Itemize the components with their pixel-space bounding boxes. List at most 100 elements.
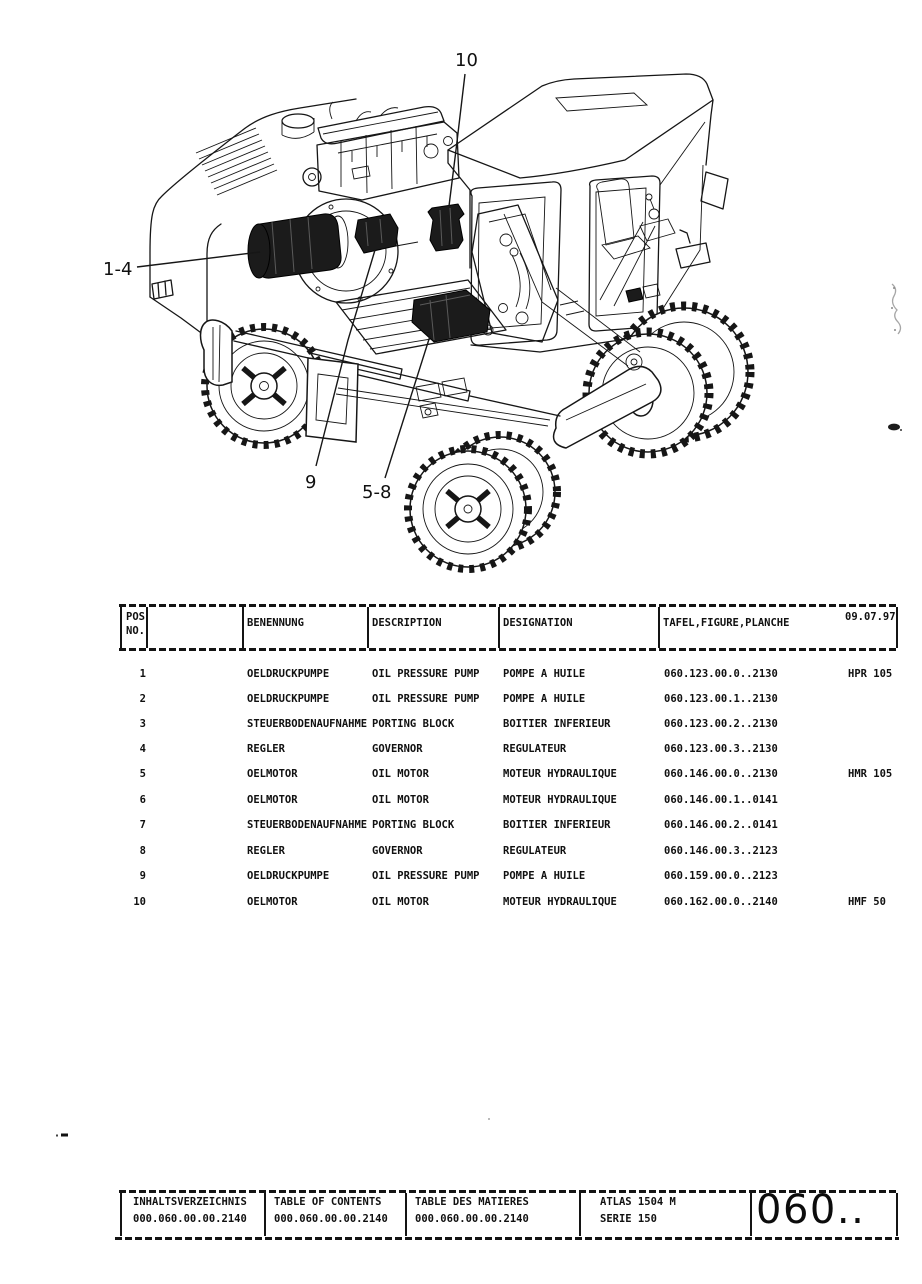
cell-benennung: OELMOTOR — [247, 768, 298, 780]
header-divider — [498, 607, 500, 648]
header-divider — [120, 607, 122, 648]
hood-vent-grille — [195, 127, 278, 196]
cell-description: OIL MOTOR — [372, 794, 429, 806]
header-divider — [367, 607, 369, 648]
footer-series: SERIE 150 — [600, 1213, 657, 1225]
cell-tafel: 060.159.00.0..2123 — [664, 870, 778, 882]
leader-line-10 — [448, 73, 466, 207]
header-divider — [146, 607, 148, 648]
rear-axle-cradle — [552, 365, 662, 449]
boom-bracket-group — [471, 204, 559, 343]
footer-page-code: 060.. — [756, 1187, 866, 1233]
footer-model: ATLAS 1504 M — [600, 1196, 676, 1208]
cell-benennung: STEUERBODENAUFNAHME — [247, 819, 368, 831]
engine-group — [281, 101, 460, 201]
cell-benennung: REGLER — [247, 743, 285, 755]
cell-benennung: STEUERBODENAUFNAHME — [247, 718, 368, 730]
cell-tafel: 060.123.00.3..2130 — [664, 743, 778, 755]
footer-toc-fr: TABLE DES MATIERES — [415, 1196, 529, 1208]
footer-toc-en-number: 000.060.00.00.2140 — [274, 1213, 388, 1225]
cell-description: OIL PRESSURE PUMP — [372, 870, 480, 882]
cell-description: GOVERNOR — [372, 743, 423, 755]
cell-benennung: OELMOTOR — [247, 896, 298, 908]
cell-pos: 2 — [139, 693, 146, 705]
footer-divider — [750, 1193, 752, 1236]
callouts-group: 10 1-4 9 5-8 — [103, 50, 478, 503]
cell-designation: REGULATEUR — [503, 845, 567, 857]
table-row: 8 REGLER GOVERNOR REGULATEUR 060.146.00.… — [120, 845, 910, 859]
table-row: 5 OELMOTOR OIL MOTOR MOTEUR HYDRAULIQUE … — [120, 768, 910, 782]
footer-divider — [264, 1193, 266, 1236]
footer-toc-fr-number: 000.060.00.00.2140 — [415, 1213, 529, 1225]
cell-pos: 6 — [139, 794, 146, 806]
cell-pos: 10 — [133, 896, 146, 908]
col-header-tafel: TAFEL,FIGURE,PLANCHE — [663, 617, 790, 629]
col-header-description: DESCRIPTION — [372, 617, 442, 629]
excavator-parts-diagram: 10 1-4 9 5-8 — [103, 50, 755, 573]
cell-designation: POMPE A HUILE — [503, 668, 586, 680]
col-header-designation: DESIGNATION — [503, 617, 573, 629]
cell-benennung: REGLER — [247, 845, 285, 857]
leader-line-5-8 — [384, 335, 431, 479]
table-row: 3 STEUERBODENAUFNAHME PORTING BLOCK BOIT… — [120, 718, 910, 732]
cell-pos: 3 — [139, 718, 146, 730]
col-header-pos-line2: NO. — [126, 625, 145, 637]
leader-line-1-4 — [136, 251, 261, 268]
footer-bottom-rule — [115, 1237, 899, 1240]
part-9-oil-pressure-pump — [354, 213, 399, 254]
roof-side-panel — [700, 171, 729, 210]
scan-artifact-dash — [56, 1133, 68, 1137]
cell-model: HPR 105 — [848, 668, 893, 680]
cell-pos: 8 — [139, 845, 146, 857]
mirror — [675, 229, 711, 269]
callout-label-1-4: 1-4 — [103, 259, 132, 280]
cell-model: HMF 50 — [848, 896, 886, 908]
part-5-8-oil-motor-block — [411, 289, 491, 343]
scan-artifact-dot — [488, 1118, 490, 1120]
cell-designation: POMPE A HUILE — [503, 693, 586, 705]
cell-designation: MOTEUR HYDRAULIQUE — [503, 794, 617, 806]
cell-designation: REGULATEUR — [503, 743, 567, 755]
cell-benennung: OELDRUCKPUMPE — [247, 870, 330, 882]
stabilizer-blade — [199, 319, 233, 387]
cell-benennung: OELDRUCKPUMPE — [247, 668, 330, 680]
chassis-group — [199, 319, 561, 443]
col-header-pos-line1: POS — [126, 611, 145, 623]
footer-toc-de: INHALTSVERZEICHNIS — [133, 1196, 247, 1208]
cell-designation: POMPE A HUILE — [503, 870, 586, 882]
cell-tafel: 060.123.00.2..2130 — [664, 718, 778, 730]
cell-benennung: OELDRUCKPUMPE — [247, 693, 330, 705]
table-row: 10 OELMOTOR OIL MOTOR MOTEUR HYDRAULIQUE… — [120, 896, 910, 910]
table-top-rule — [119, 604, 899, 607]
cell-designation: MOTEUR HYDRAULIQUE — [503, 768, 617, 780]
cell-description: OIL MOTOR — [372, 896, 429, 908]
cell-pos: 7 — [139, 819, 146, 831]
table-row: 1 OELDRUCKPUMPE OIL PRESSURE PUMP POMPE … — [120, 668, 910, 682]
table-row: 4 REGLER GOVERNOR REGULATEUR 060.123.00.… — [120, 743, 910, 757]
table-row: 6 OELMOTOR OIL MOTOR MOTEUR HYDRAULIQUE … — [120, 794, 910, 808]
cell-description: GOVERNOR — [372, 845, 423, 857]
support-frame — [305, 357, 359, 443]
callout-label-10: 10 — [455, 50, 478, 71]
footer-toc-de-number: 000.060.00.00.2140 — [133, 1213, 247, 1225]
cell-description: PORTING BLOCK — [372, 819, 455, 831]
cell-description: OIL MOTOR — [372, 768, 429, 780]
part-1-4-oil-pressure-pump — [247, 213, 349, 279]
cell-tafel: 060.146.00.1..0141 — [664, 794, 778, 806]
cell-tafel: 060.123.00.1..2130 — [664, 693, 778, 705]
footer-top-rule — [119, 1190, 899, 1193]
cell-designation: BOITIER INFERIEUR — [503, 819, 611, 831]
col-header-benennung: BENENNUNG — [247, 617, 304, 629]
cell-tafel: 060.146.00.3..2123 — [664, 845, 778, 857]
operator-seat — [596, 178, 676, 260]
cell-designation: MOTEUR HYDRAULIQUE — [503, 896, 617, 908]
cell-pos: 9 — [139, 870, 146, 882]
cab-left-window — [470, 181, 562, 346]
cell-pos: 1 — [139, 668, 146, 680]
callout-label-9: 9 — [305, 472, 316, 493]
header-divider — [242, 607, 244, 648]
table-row: 9 OELDRUCKPUMPE OIL PRESSURE PUMP POMPE … — [120, 870, 910, 884]
scan-artifact-blob — [888, 423, 900, 431]
table-row: 7 STEUERBODENAUFNAHME PORTING BLOCK BOIT… — [120, 819, 910, 833]
